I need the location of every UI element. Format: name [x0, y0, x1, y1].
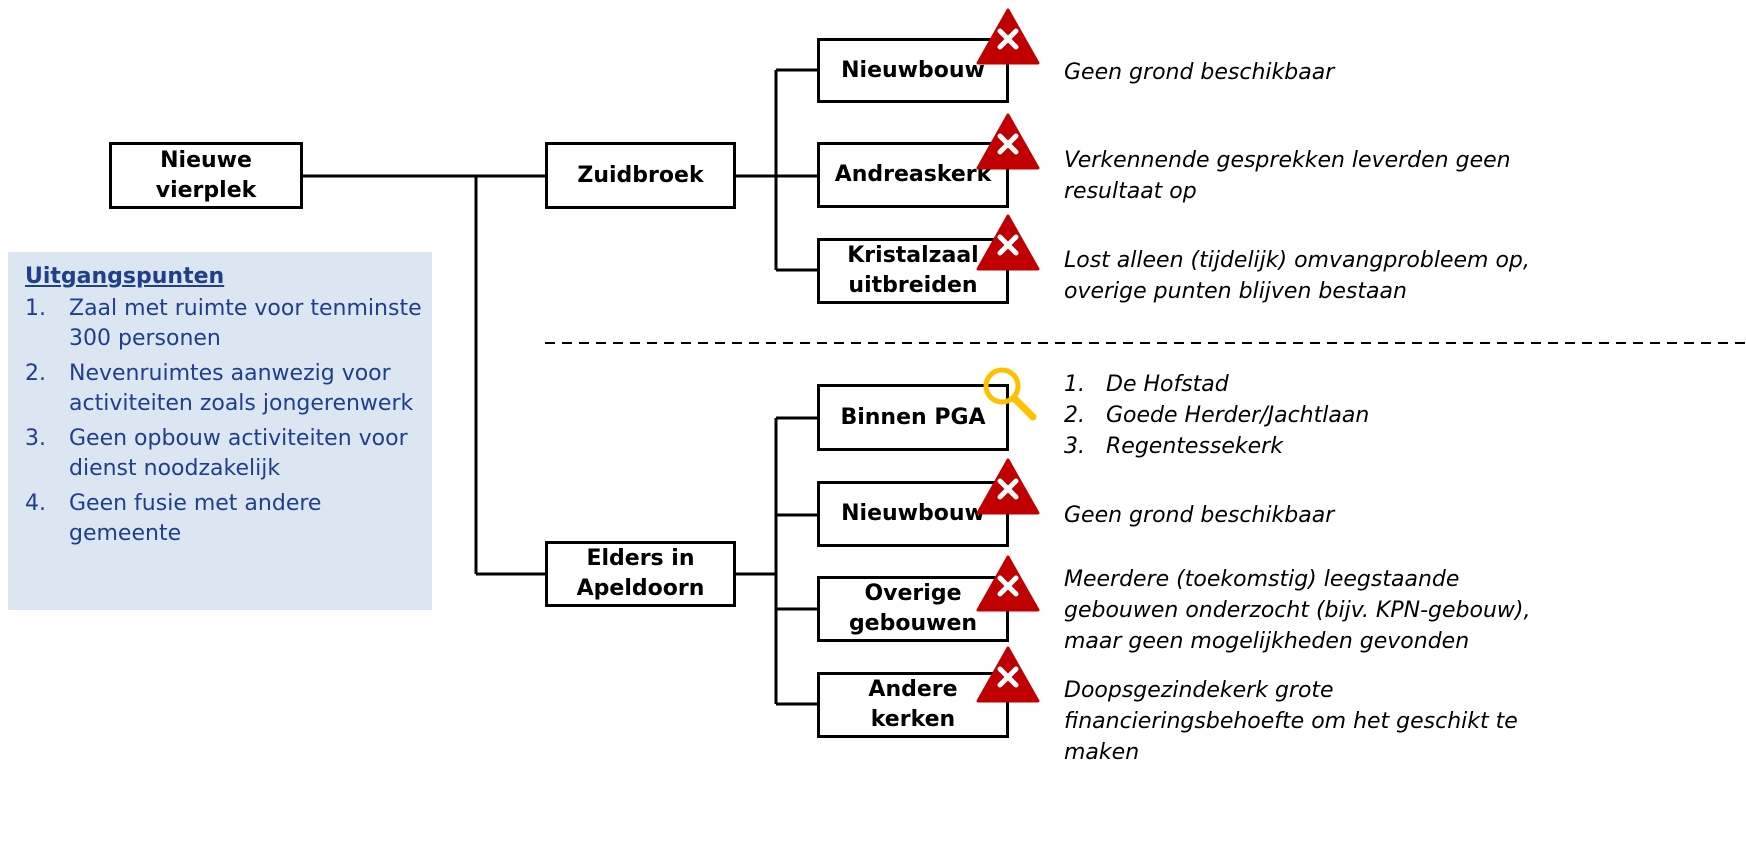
- option-nieuwbouw-zuidbroek: Nieuwbouw: [817, 38, 1009, 103]
- option-kristalzaal-uitbreiden: Kristalzaal uitbreiden: [817, 238, 1009, 304]
- branch-elders-in-apeldoorn: Elders in Apeldoorn: [545, 541, 736, 607]
- option-andreaskerk: Andreaskerk: [817, 142, 1009, 208]
- magnifier-icon: [983, 367, 1037, 421]
- option-andere-kerken: Andere kerken: [817, 672, 1009, 738]
- root-node: Nieuwe vierplek: [109, 142, 303, 209]
- note-andere-kerken: Doopsgezindekerk grote financieringsbeho…: [1064, 678, 1518, 765]
- rejected-warning-icon: [976, 646, 1040, 703]
- list-item: 3.Geen opbouw activiteiten voor dienst n…: [25, 426, 408, 481]
- list-item: 3.Regentessekerk: [1064, 434, 1283, 459]
- rejected-warning-icon: [976, 113, 1040, 170]
- list-item: 1.Zaal met ruimte voor tenminste 300 per…: [25, 296, 422, 351]
- rejected-warning-icon: [976, 214, 1040, 271]
- note-nieuwbouw-elders: Geen grond beschikbaar: [1064, 503, 1335, 528]
- note-andreaskerk: Verkennende gesprekken leverden geen res…: [1064, 148, 1511, 204]
- list-item: 2.Goede Herder/Jachtlaan: [1064, 403, 1370, 428]
- note-overige-gebouwen: Meerdere (toekomstig) leegstaande gebouw…: [1064, 567, 1531, 654]
- branch-zuidbroek: Zuidbroek: [545, 142, 736, 209]
- principles-list: 1.Zaal met ruimte voor tenminste 300 per…: [25, 294, 422, 549]
- list-item: 4.Geen fusie met andere gemeente: [25, 491, 322, 546]
- option-binnen-pga: Binnen PGA: [817, 384, 1009, 451]
- rejected-warning-icon: [976, 8, 1040, 65]
- option-nieuwbouw-elders: Nieuwbouw: [817, 481, 1009, 547]
- list-item: 2.Nevenruimtes aanwezig voor activiteite…: [25, 361, 414, 416]
- rejected-warning-icon: [976, 555, 1040, 612]
- note-binnen-pga-list: 1.De Hofstad 2.Goede Herder/Jachtlaan 3.…: [1064, 369, 1704, 462]
- note-kristalzaal: Lost alleen (tijdelijk) omvangprobleem o…: [1064, 248, 1530, 304]
- principles-panel: Uitgangspunten 1.Zaal met ruimte voor te…: [8, 252, 432, 610]
- principles-title: Uitgangspunten: [25, 264, 225, 289]
- list-item: 1.De Hofstad: [1064, 372, 1229, 397]
- rejected-warning-icon: [976, 458, 1040, 515]
- note-nieuwbouw-zuidbroek: Geen grond beschikbaar: [1064, 60, 1335, 85]
